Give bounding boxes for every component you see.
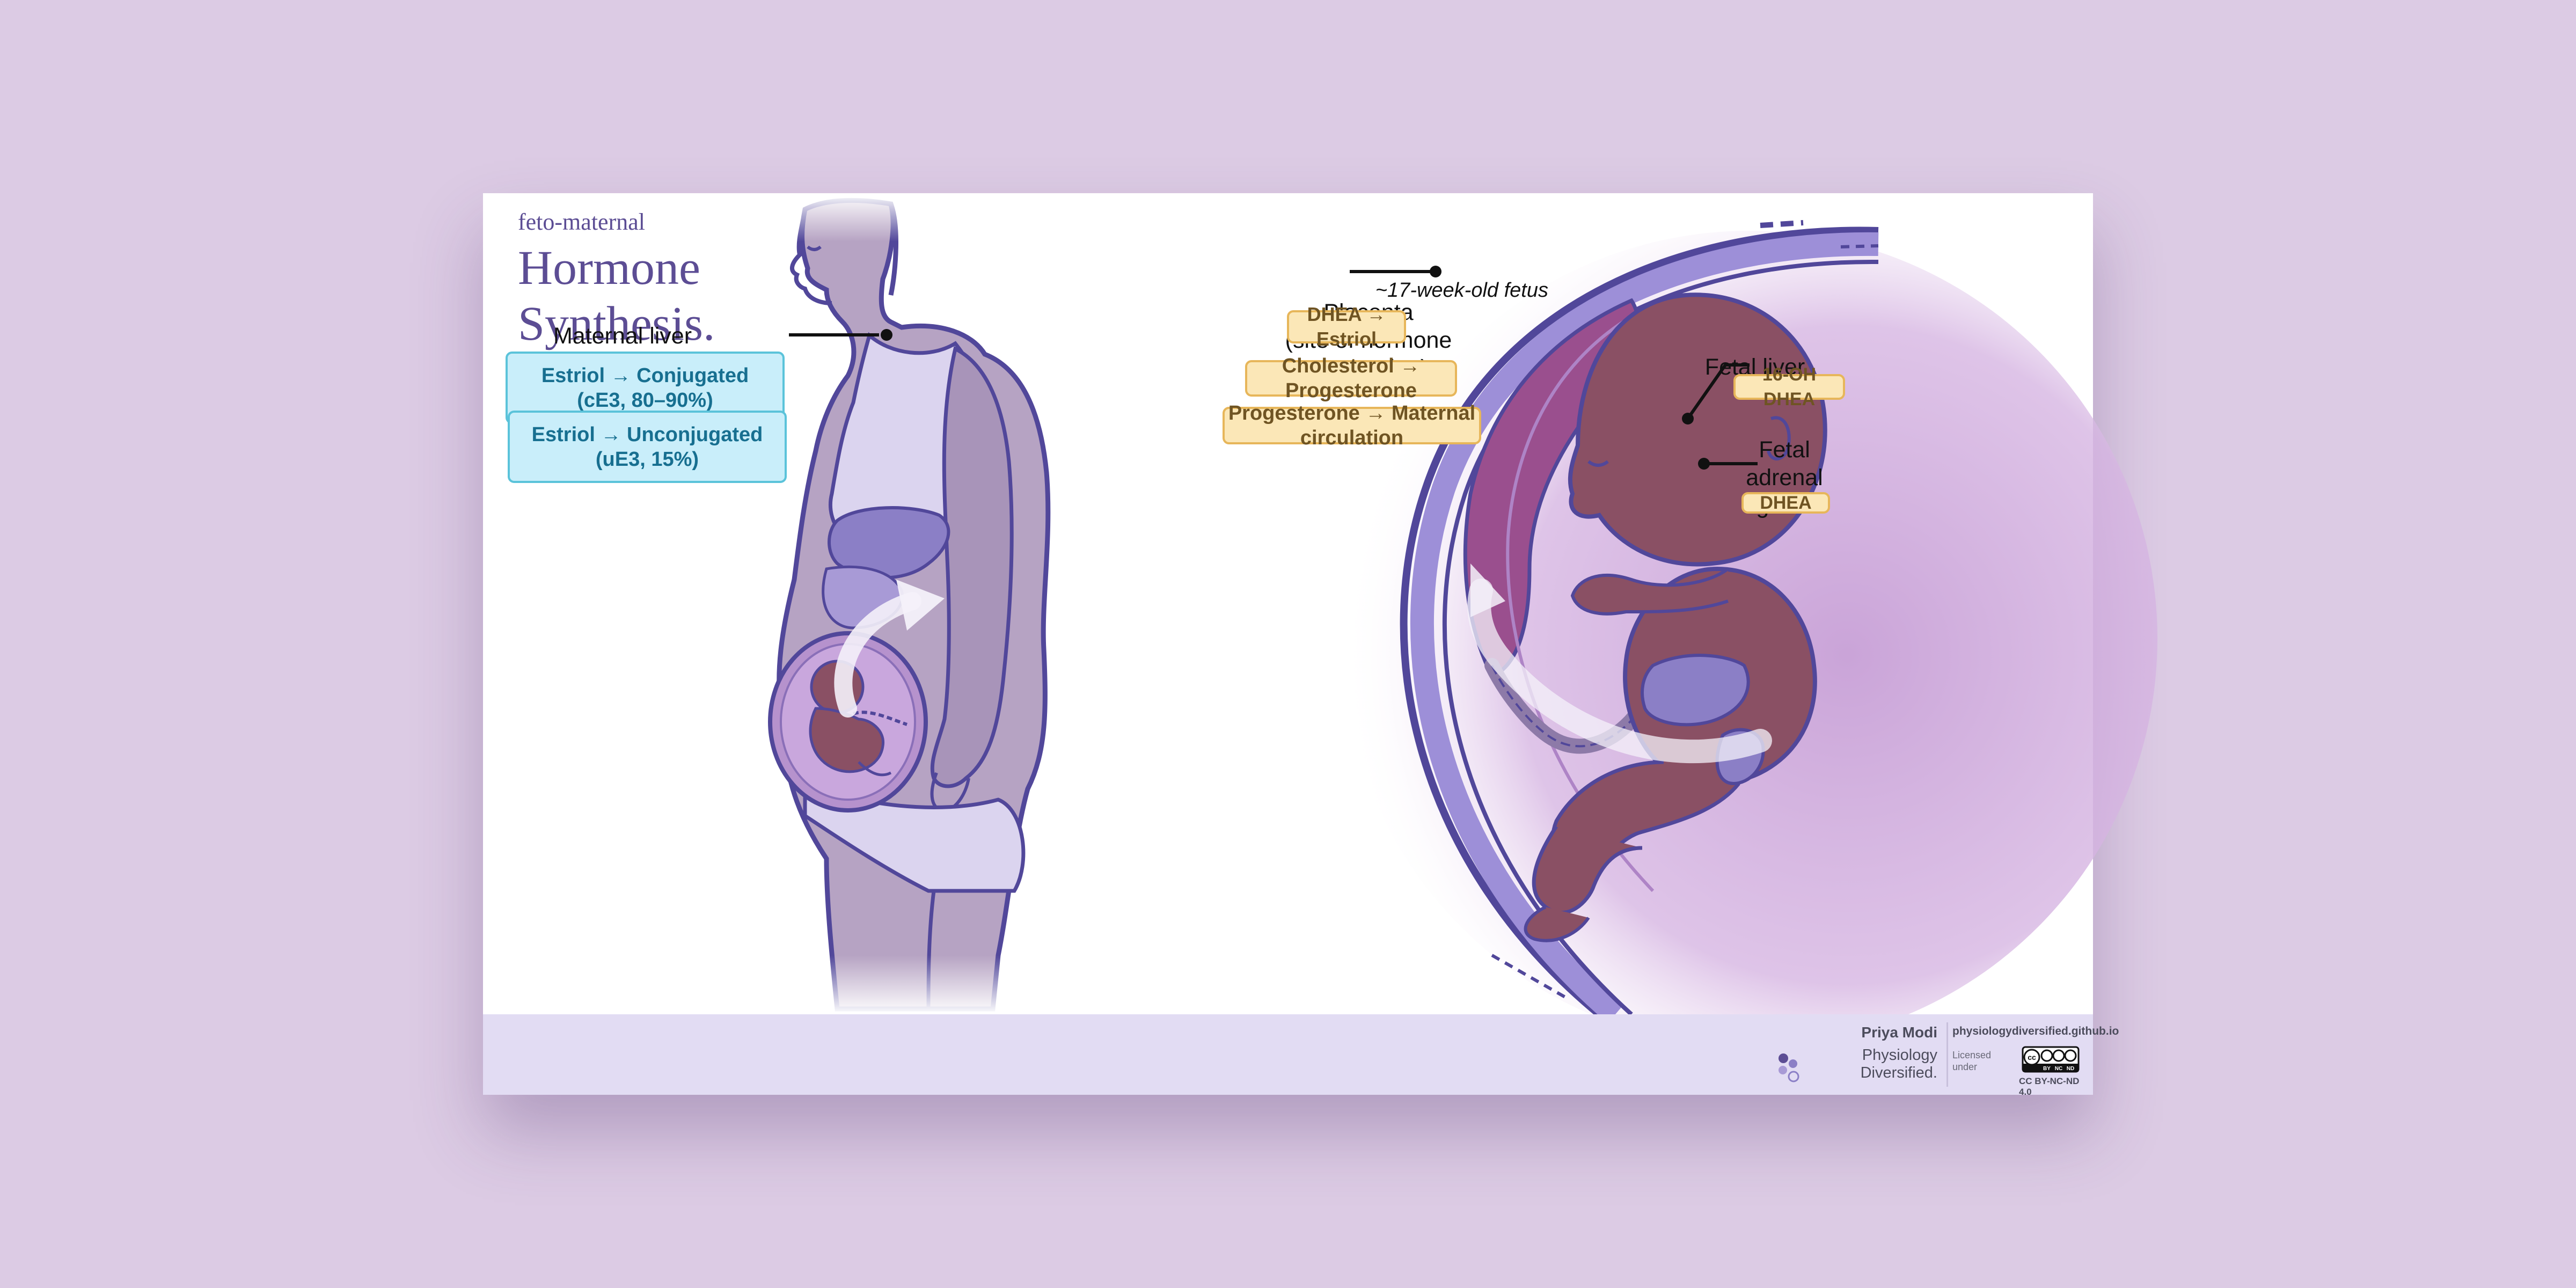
footer-url[interactable]: physiologydiversified.github.io (1952, 1025, 2119, 1037)
maternal-liver-organ (828, 506, 950, 580)
leader-lines (789, 266, 1758, 470)
fetus (1524, 292, 1827, 942)
fetus-foot (1524, 905, 1590, 942)
uterine-wall-outer (1400, 226, 1879, 1018)
label-maternal-liver: Maternal liver (553, 323, 692, 349)
box-conjugated-line1: Estriol → Conjugated (541, 364, 749, 387)
mother-return-arrow (834, 592, 921, 718)
mother-arm (930, 346, 1014, 788)
mother-figure (768, 193, 1051, 1014)
badge-cc-text: cc (2028, 1053, 2036, 1062)
box-16-oh-dhea: 16-OH DHEA (1733, 364, 1845, 409)
fetal-liver-organ (1641, 654, 1750, 727)
uterus-scene (1342, 220, 2157, 1046)
box-estriol-unconjugated: Estriol → Unconjugated (uE3, 15%) (508, 411, 787, 483)
fetus-ear (1767, 416, 1791, 460)
label-fetus-age: ~17-week-old fetus (1375, 279, 1548, 302)
box-progesterone-maternal-circulation: Progesterone → Maternal circulation (1223, 402, 1481, 449)
title-line-2: Synthesis. (518, 297, 715, 350)
footer-licensed-under: Licensed under (1952, 1049, 2001, 1073)
badge-nd-text: ND (2067, 1066, 2074, 1072)
footer-brand: Physiology Diversified. (1803, 1046, 1937, 1082)
box-unconjugated-line2: (uE3, 15%) (595, 448, 699, 471)
label-fetal-adrenal-line2: adrenal (1746, 465, 1823, 491)
uterine-wall-inner-line (1442, 259, 1879, 1016)
page-title: Hormone Synthesis. (518, 240, 715, 352)
footer-author: Priya Modi (1861, 1024, 1937, 1041)
footer-brand-line1: Physiology (1862, 1046, 1937, 1064)
mother-eye (807, 245, 822, 251)
footer-license-text: CC BY-NC-ND 4.0 (2019, 1076, 2080, 1097)
box-dhea: DHEA (1741, 492, 1830, 514)
mother-arrow-head (896, 580, 945, 631)
box-dhea-estriol: DHEA → Estriol (1287, 303, 1406, 350)
box-conjugated-line2: (cE3, 80–90%) (577, 389, 713, 412)
badge-by-text: BY (2043, 1066, 2051, 1072)
footer-licensed-line1: Licensed (1952, 1050, 1992, 1060)
footer-bar (483, 1014, 2093, 1095)
fetus-leg-lower (1532, 825, 1643, 915)
box-unconjugated-line1: Estriol → Unconjugated (531, 423, 763, 446)
uterine-wall-band (1410, 232, 1879, 1023)
box-cholesterol-progesterone: Cholesterol → Progesterone (1245, 355, 1457, 402)
footer-licensed-line2: under (1952, 1062, 1978, 1072)
leader-fetal-liver (1686, 363, 1750, 420)
infographic-card: feto-maternal Hormone Synthesis. Materna… (483, 193, 2157, 1097)
badge-nc-text: NC (2055, 1066, 2062, 1072)
physiology-diversified-logo-icon (1779, 1053, 1799, 1082)
fetus-arm (1570, 567, 1729, 616)
fetus-to-placenta-arrow (1467, 579, 1772, 764)
fetus-eye (1587, 460, 1609, 467)
cc-by-nc-nd-badge-icon[interactable]: cc BY NC ND (2022, 1046, 2080, 1073)
footer-divider (1946, 1022, 1948, 1087)
fetus-arrow-head (1470, 564, 1505, 617)
page-subtitle: feto-maternal (518, 209, 645, 235)
title-line-1: Hormone (518, 241, 700, 295)
label-fetal-adrenal-line1: Fetal (1759, 437, 1810, 463)
illustration (768, 193, 2157, 1046)
footer-brand-line2: Diversified. (1860, 1064, 1937, 1081)
